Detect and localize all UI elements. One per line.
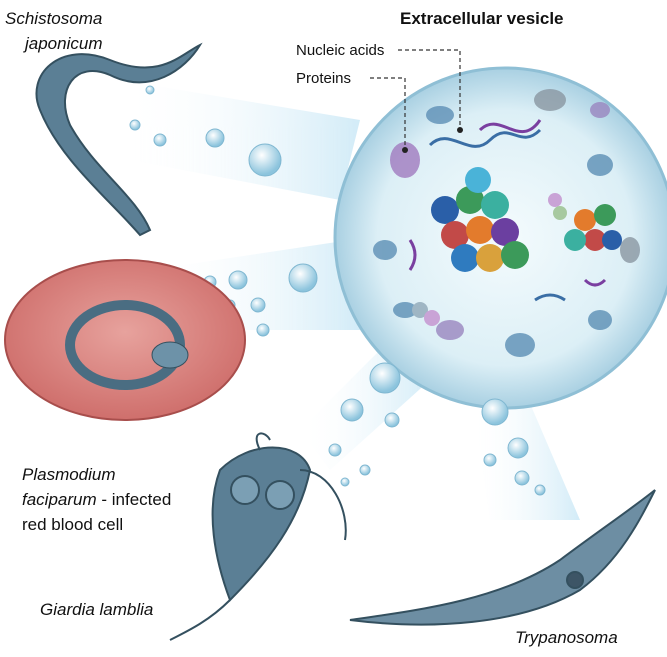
trypanosoma-cell (349, 489, 656, 626)
extracellular-vesicle (333, 66, 667, 410)
label-trypanosoma: Trypanosoma (515, 628, 618, 647)
label-plasmodium-line3: red blood cell (22, 515, 124, 534)
callout-lines (370, 49, 461, 148)
exosome-bubbles (129, 85, 546, 496)
label-plasmodium-line1: Plasmodium (22, 465, 116, 484)
label-plasmodium-species: faciparum (22, 490, 97, 509)
label-schistosoma-line1: Schistosoma (5, 9, 103, 28)
label-schistosoma-line2: japonicum (25, 34, 103, 53)
protein-blobs (373, 89, 640, 357)
schistosoma-worm (35, 42, 203, 237)
giardia-cell (169, 432, 347, 641)
callout-proteins: Proteins (296, 70, 352, 87)
protein-complex (412, 167, 622, 326)
dna-strands (408, 119, 607, 302)
label-plasmodium-line2: faciparum - infected (22, 487, 171, 512)
label-giardia: Giardia lamblia (40, 600, 154, 619)
infected-red-blood-cell (4, 259, 246, 421)
callout-nucleic-acids: Nucleic acids (296, 42, 385, 59)
vesicle-title: Extracellular vesicle (400, 9, 564, 28)
label-plasmodium-infected: - infected (96, 490, 172, 509)
